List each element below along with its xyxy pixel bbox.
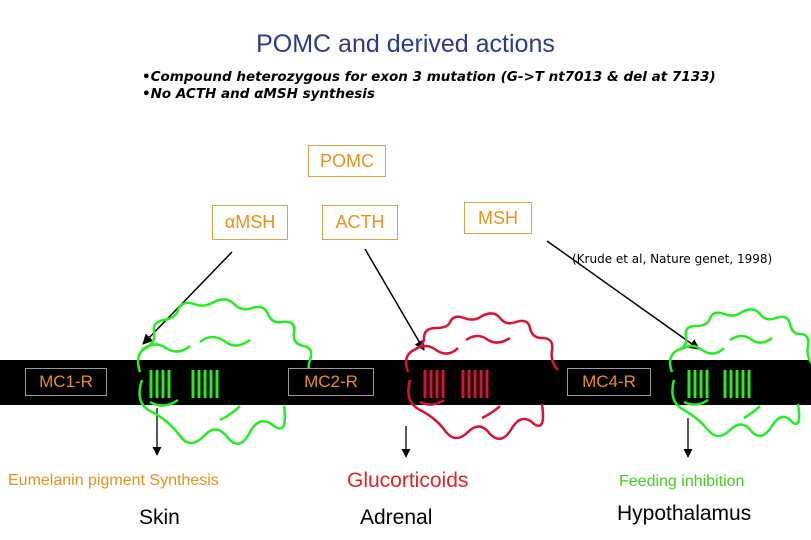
mc4-transmembrane-helices	[687, 370, 751, 398]
mc1-transmembrane-helices	[149, 370, 219, 398]
page-title: POMC and derived actions	[256, 30, 555, 58]
mc1-receptor-shape	[136, 298, 315, 445]
mc2-receptor-shape	[404, 312, 559, 441]
arrow-amsh-to-mc1	[142, 251, 233, 345]
hypothalamus-action-label: Feeding inhibition	[619, 473, 745, 490]
msh-box: MSH	[464, 202, 532, 234]
adrenal-tissue-label: Adrenal	[360, 506, 433, 529]
arrow-acth-to-mc2	[364, 248, 425, 351]
acth-box: ACTH	[322, 205, 398, 240]
hypothalamus-tissue-label: Hypothalamus	[617, 502, 752, 525]
pomc-box: POMC	[308, 145, 386, 177]
skin-action-label: Eumelanin pigment Synthesis	[8, 472, 219, 489]
mc1-receptor-label: MC1-R	[25, 368, 107, 396]
citation: (Krude et al, Nature genet, 1998)	[572, 252, 773, 266]
mc4-receptor-shape	[668, 308, 811, 438]
mc2-transmembrane-helices	[423, 370, 489, 398]
amsh-box: αMSH	[212, 205, 288, 240]
adrenal-action-label: Glucorticoids	[347, 469, 469, 492]
skin-tissue-label: Skin	[139, 506, 180, 529]
bullet-mutation: •Compound heterozygous for exon 3 mutati…	[142, 69, 716, 85]
mc4-receptor-label: MC4-R	[567, 368, 651, 396]
mc2-receptor-label: MC2-R	[288, 368, 374, 396]
bullet-no-synthesis: •No ACTH and αMSH synthesis	[142, 86, 375, 102]
arrow-msh-to-mc4	[546, 240, 700, 350]
